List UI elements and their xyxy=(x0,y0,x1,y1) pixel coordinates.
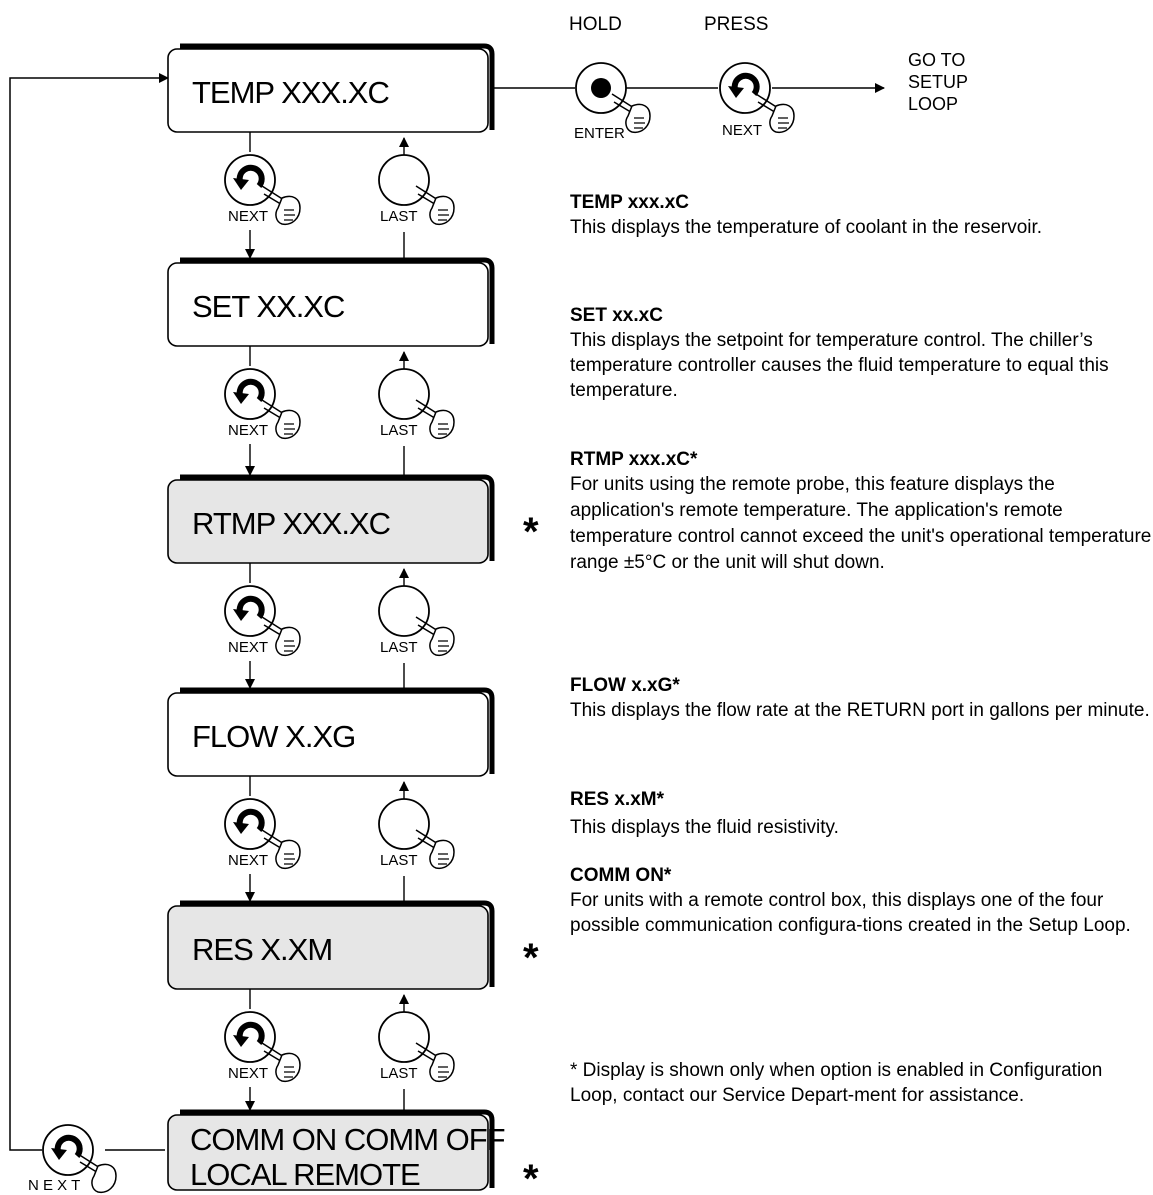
svg-text:LOOP: LOOP xyxy=(908,94,958,114)
nav-pair-1: NEXT LAST xyxy=(224,346,455,477)
next-button-top[interactable] xyxy=(719,62,795,134)
display-text: RES X.XM xyxy=(192,932,332,967)
optional-star: * xyxy=(523,936,539,980)
pointing-hand-icon xyxy=(261,1042,301,1083)
goto-setup-loop-label: GO TO SETUP LOOP xyxy=(908,50,968,114)
last-button[interactable] xyxy=(378,154,455,226)
next-button[interactable] xyxy=(224,1011,301,1083)
pointing-hand-icon xyxy=(261,616,301,657)
last-label: LAST xyxy=(380,208,418,225)
hold-label: HOLD xyxy=(569,14,622,35)
pointing-hand-icon xyxy=(415,185,455,226)
pointing-hand-icon xyxy=(261,399,301,440)
next-button[interactable] xyxy=(224,368,301,440)
display-line-1: COMM ON COMM OFF xyxy=(190,1122,505,1157)
display-text: FLOW X.XG xyxy=(192,719,355,754)
display-panel-0: TEMP XXX.XC xyxy=(167,43,495,133)
display-panel-3: FLOW X.XG xyxy=(167,687,495,777)
last-label: LAST xyxy=(380,1065,418,1082)
last-button[interactable] xyxy=(378,798,455,870)
optional-star: * xyxy=(523,510,539,554)
last-label: LAST xyxy=(380,852,418,869)
footnote: * Display is shown only when option is e… xyxy=(570,1060,1103,1106)
display-panel-2: RTMP XXX.XC * xyxy=(167,474,539,564)
desc-body-res: This displays the fluid resistivity. xyxy=(570,817,839,838)
display-text: SET XX.XC xyxy=(192,289,345,324)
last-label: LAST xyxy=(380,422,418,439)
next-label: NEXT xyxy=(228,852,268,869)
svg-text:GO TO: GO TO xyxy=(908,50,965,70)
nav-pair-4: NEXT LAST xyxy=(224,989,455,1112)
display-text: TEMP XXX.XC xyxy=(192,75,389,110)
pointing-hand-icon xyxy=(415,829,455,870)
pointing-hand-icon xyxy=(755,93,795,134)
next-label: NEXT xyxy=(228,1065,268,1082)
nav-pair-3: NEXT LAST xyxy=(224,776,455,903)
nav-pair-2: NEXT LAST xyxy=(224,563,455,690)
desc-body-set: This displays the setpoint for temperatu… xyxy=(570,330,1109,401)
desc-title-temp: TEMP xxx.xC xyxy=(570,192,689,213)
pointing-hand-icon xyxy=(611,93,651,134)
optional-star: * xyxy=(523,1157,539,1195)
pointing-hand-icon xyxy=(261,185,301,226)
desc-title-res: RES x.xM* xyxy=(570,789,664,810)
next-label-top: NEXT xyxy=(722,122,762,139)
next-button[interactable] xyxy=(224,798,301,870)
last-button[interactable] xyxy=(378,585,455,657)
display-line-2: LOCAL REMOTE xyxy=(190,1157,420,1192)
loop-next-label: N E X T xyxy=(28,1177,80,1194)
display-panel-1: SET XX.XC xyxy=(167,257,495,347)
pointing-hand-icon xyxy=(77,1153,117,1194)
desc-body-rtmp: For units using the remote probe, this f… xyxy=(570,474,1152,573)
desc-title-rtmp: RTMP xxx.xC* xyxy=(570,449,698,470)
svg-text:SETUP: SETUP xyxy=(908,72,968,92)
loop-next-button[interactable] xyxy=(42,1124,117,1194)
next-label: NEXT xyxy=(228,422,268,439)
desc-title-set: SET xx.xC xyxy=(570,305,663,326)
next-label: NEXT xyxy=(228,639,268,656)
display-panel-4: RES X.XM * xyxy=(167,900,539,990)
next-button[interactable] xyxy=(224,154,301,226)
desc-title-comm: COMM ON* xyxy=(570,865,672,886)
desc-body-comm: For units with a remote control box, thi… xyxy=(570,890,1131,936)
next-label: NEXT xyxy=(228,208,268,225)
desc-title-flow: FLOW x.xG* xyxy=(570,675,680,696)
press-label: PRESS xyxy=(704,14,768,35)
pointing-hand-icon xyxy=(415,399,455,440)
display-text: RTMP XXX.XC xyxy=(192,506,391,541)
enter-button[interactable] xyxy=(575,62,651,134)
nav-pair-0: NEXT LAST xyxy=(224,132,455,260)
enter-label: ENTER xyxy=(574,125,625,142)
pointing-hand-icon xyxy=(415,616,455,657)
next-button[interactable] xyxy=(224,585,301,657)
desc-body-flow: This displays the flow rate at the RETUR… xyxy=(570,700,1150,721)
last-button[interactable] xyxy=(378,1011,455,1083)
loop-return-line xyxy=(9,73,169,1151)
pointing-hand-icon xyxy=(415,1042,455,1083)
last-label: LAST xyxy=(380,639,418,656)
last-button[interactable] xyxy=(378,368,455,440)
desc-body-temp: This displays the temperature of coolant… xyxy=(570,217,1043,238)
pointing-hand-icon xyxy=(261,829,301,870)
